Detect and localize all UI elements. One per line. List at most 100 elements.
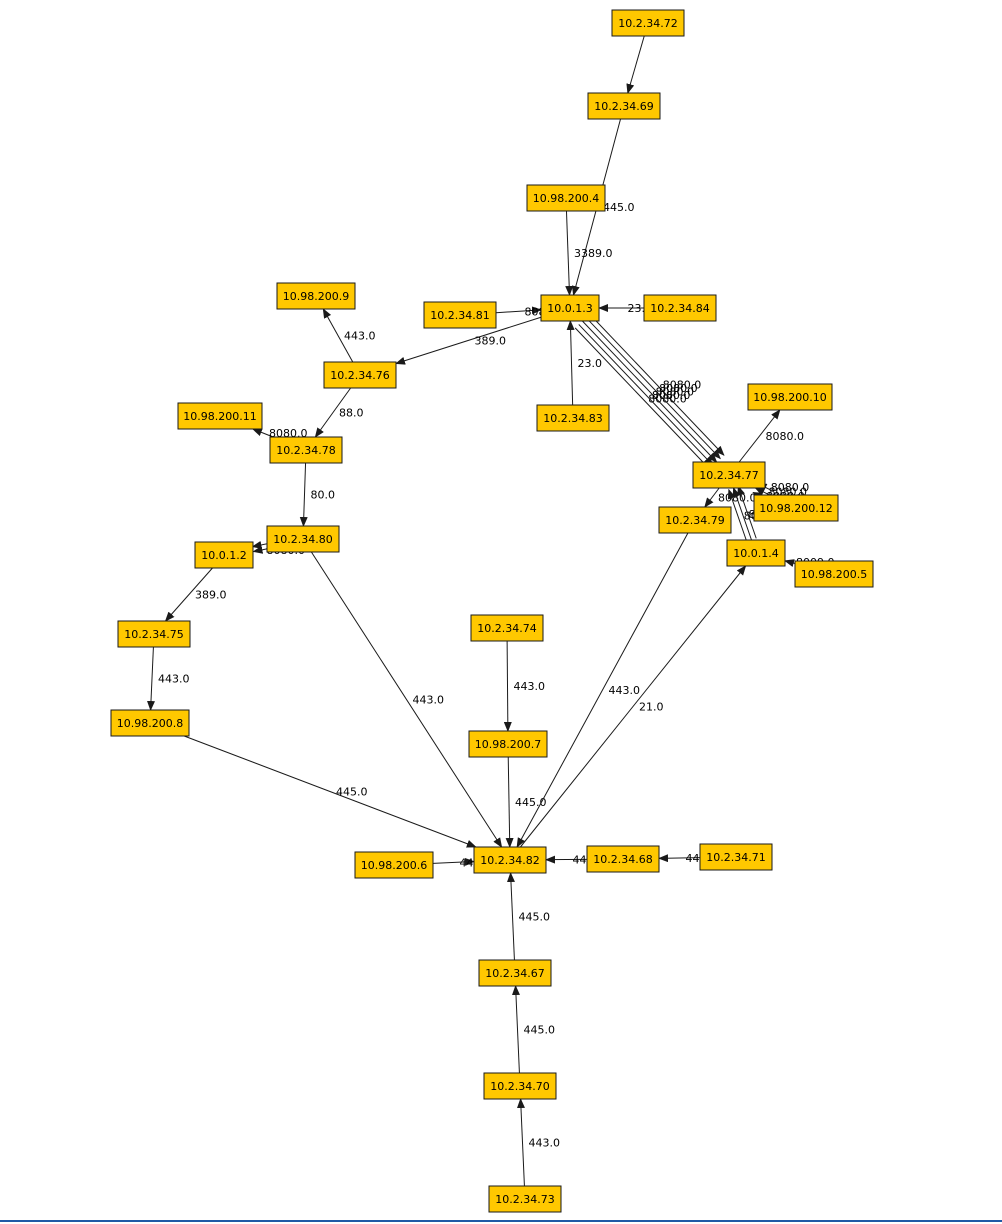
graph-node[interactable]: 10.2.34.76 bbox=[323, 361, 397, 389]
node-box bbox=[473, 846, 547, 874]
edge-line bbox=[737, 485, 757, 539]
graph-node[interactable]: 10.2.34.79 bbox=[658, 506, 732, 534]
graph-node[interactable]: 10.98.200.8 bbox=[110, 709, 190, 737]
node-box bbox=[323, 361, 397, 389]
graph-node[interactable]: 10.2.34.74 bbox=[470, 614, 544, 642]
graph-node[interactable]: 10.2.34.68 bbox=[586, 845, 660, 873]
graph-node[interactable]: 10.98.200.12 bbox=[753, 494, 839, 522]
edge-line bbox=[732, 487, 752, 541]
node-box bbox=[536, 404, 610, 432]
node-label: 10.98.200.10 bbox=[753, 391, 826, 404]
node-box bbox=[276, 282, 356, 310]
edge-line bbox=[252, 545, 268, 554]
edge-label: 88.0 bbox=[339, 407, 364, 420]
node-label: 10.2.34.67 bbox=[485, 967, 544, 980]
node-label: 10.2.34.81 bbox=[430, 309, 489, 322]
edge-line bbox=[565, 210, 574, 296]
node-box bbox=[658, 506, 732, 534]
node-box bbox=[643, 294, 717, 322]
graph-node[interactable]: 10.0.1.4 bbox=[726, 539, 786, 567]
edge-label: 8080.0 bbox=[659, 382, 698, 395]
node-label: 10.98.200.5 bbox=[801, 568, 867, 581]
graph-node[interactable]: 10.98.200.9 bbox=[276, 282, 356, 310]
graph-node[interactable]: 10.2.34.77 bbox=[692, 461, 766, 489]
edge-line bbox=[310, 551, 503, 848]
node-label: 10.98.200.8 bbox=[117, 717, 183, 730]
edge-label: 443.0 bbox=[344, 330, 376, 343]
node-box bbox=[794, 560, 874, 588]
node-label: 10.2.34.78 bbox=[276, 444, 335, 457]
graph-node[interactable]: 10.2.34.83 bbox=[536, 404, 610, 432]
edge-label: 445.0 bbox=[515, 796, 547, 809]
edge-line bbox=[505, 756, 514, 848]
node-label: 10.98.200.11 bbox=[183, 410, 256, 423]
edge-line bbox=[495, 306, 542, 315]
edge-line bbox=[432, 857, 475, 866]
edge-line bbox=[251, 428, 274, 438]
node-box bbox=[611, 9, 685, 37]
graph-node[interactable]: 10.98.200.11 bbox=[177, 402, 263, 430]
edge-line bbox=[589, 313, 725, 456]
edge-line bbox=[578, 324, 714, 467]
graph-node[interactable]: 10.2.34.70 bbox=[483, 1072, 557, 1100]
node-layer: 10.2.34.72 10.2.34.69 10.98.200.4 10.0.1.3 1… bbox=[110, 9, 874, 1213]
edge-line bbox=[511, 985, 520, 1074]
edge-line bbox=[251, 540, 267, 549]
edge-line bbox=[658, 854, 701, 863]
graph-node[interactable]: 10.2.34.80 bbox=[266, 525, 340, 553]
graph-node[interactable]: 10.98.200.6 bbox=[354, 851, 434, 879]
edge-line bbox=[299, 462, 308, 527]
node-label: 10.98.200.4 bbox=[533, 192, 599, 205]
node-box bbox=[726, 539, 786, 567]
edge-label: 8080.0 bbox=[656, 386, 695, 399]
node-label: 10.2.34.69 bbox=[594, 100, 653, 113]
node-box bbox=[423, 301, 497, 329]
node-label: 10.98.200.9 bbox=[283, 290, 349, 303]
edge-label: 8080.0 bbox=[648, 392, 687, 405]
graph-node[interactable]: 10.98.200.5 bbox=[794, 560, 874, 588]
node-label: 10.2.34.70 bbox=[490, 1080, 549, 1093]
edge-label: 8080.0 bbox=[663, 379, 702, 392]
edge-line bbox=[506, 872, 515, 961]
graph-node[interactable]: 10.2.34.67 bbox=[478, 959, 552, 987]
node-label: 10.2.34.75 bbox=[124, 628, 183, 641]
graph-node[interactable]: 10.98.200.10 bbox=[747, 383, 833, 411]
graph-node[interactable]: 10.2.34.84 bbox=[643, 294, 717, 322]
node-box bbox=[266, 525, 340, 553]
graph-node[interactable]: 10.98.200.7 bbox=[468, 730, 548, 758]
edge-label: 445.0 bbox=[603, 201, 635, 214]
graph-node[interactable]: 10.0.1.3 bbox=[540, 294, 600, 322]
bottom-rule bbox=[0, 1220, 1002, 1222]
node-label: 10.0.1.3 bbox=[547, 302, 592, 315]
graph-node[interactable]: 10.2.34.82 bbox=[473, 846, 547, 874]
node-box bbox=[540, 294, 600, 322]
edge-label: 8080.0 bbox=[652, 389, 691, 402]
node-label: 10.98.200.12 bbox=[759, 502, 832, 515]
node-box bbox=[753, 494, 839, 522]
node-box bbox=[177, 402, 263, 430]
node-box bbox=[194, 541, 254, 569]
edge-label: 3389.0 bbox=[574, 247, 613, 260]
edge-line bbox=[314, 387, 352, 438]
graph-node[interactable]: 10.2.34.72 bbox=[611, 9, 685, 37]
graph-node[interactable]: 10.2.34.69 bbox=[587, 92, 661, 120]
edge-label: 445.0 bbox=[524, 1024, 556, 1037]
graph-node[interactable]: 10.98.200.4 bbox=[526, 184, 606, 212]
edge-label: 8080.0 bbox=[766, 430, 805, 443]
graph-node[interactable]: 10.2.34.75 bbox=[117, 620, 191, 648]
node-label: 10.2.34.68 bbox=[593, 853, 652, 866]
graph-node[interactable]: 10.2.34.81 bbox=[423, 301, 497, 329]
edge-line bbox=[520, 565, 747, 848]
node-box bbox=[117, 620, 191, 648]
edge-line bbox=[146, 646, 155, 711]
graph-node[interactable]: 10.0.1.2 bbox=[194, 541, 254, 569]
edge-label: 389.0 bbox=[195, 589, 227, 602]
edge-label: 443.0 bbox=[413, 694, 445, 707]
graph-node[interactable]: 10.2.34.78 bbox=[269, 436, 343, 464]
graph-node[interactable]: 10.2.34.71 bbox=[699, 843, 773, 871]
node-label: 10.2.34.84 bbox=[650, 302, 709, 315]
edge-line bbox=[585, 317, 721, 460]
node-box bbox=[699, 843, 773, 871]
graph-node[interactable]: 10.2.34.73 bbox=[488, 1185, 562, 1213]
edge-line bbox=[582, 320, 718, 463]
